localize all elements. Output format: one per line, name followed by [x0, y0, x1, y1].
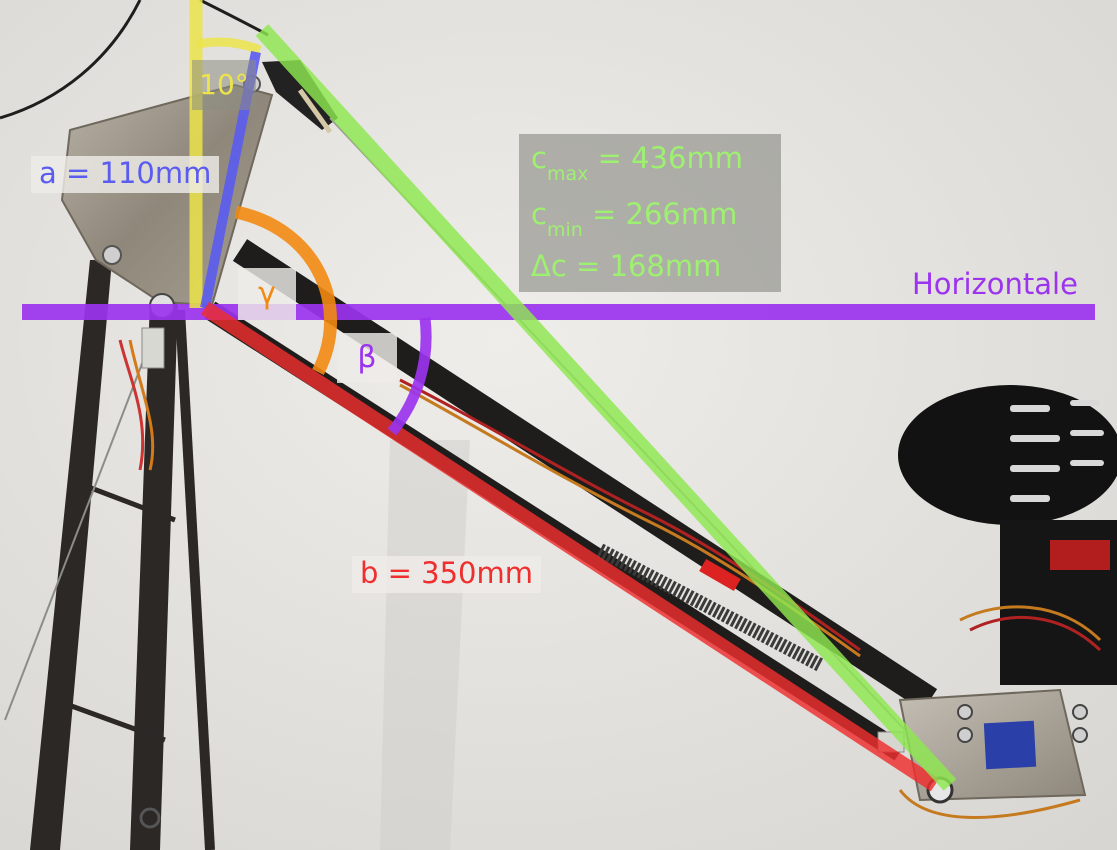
label-beta: β	[337, 333, 397, 383]
beta-arc	[387, 317, 432, 436]
ten-degree-arc	[197, 37, 262, 55]
label-a: a = 110mm	[31, 156, 220, 193]
stat-c-max-var: c	[531, 141, 547, 175]
label-horizontale: Horizontale	[912, 270, 1078, 299]
lamp-head	[898, 385, 1117, 685]
segment-b	[200, 301, 940, 792]
wall-shadow	[380, 440, 470, 850]
tripod-legs	[4, 260, 215, 850]
label-ten-degrees-text: 10°	[199, 68, 249, 101]
label-a-text: a = 110mm	[39, 156, 212, 190]
stat-c-min: cmin = 266mm	[531, 200, 737, 240]
cable	[199, 0, 269, 37]
stat-c-min-value: = 266mm	[582, 197, 738, 231]
label-b: b = 350mm	[352, 556, 541, 593]
segment-c	[255, 24, 957, 791]
stat-delta-c: Δc = 168mm	[531, 249, 722, 283]
gamma-arc	[234, 205, 337, 375]
stat-c-max: cmax = 436mm	[531, 144, 743, 184]
horizontal-line	[22, 304, 1095, 320]
label-ten-degrees: 10°	[192, 60, 256, 110]
stat-c-min-var: c	[531, 197, 547, 231]
label-beta-text: β	[357, 340, 377, 375]
cable	[0, 0, 142, 120]
stat-c-max-value: = 436mm	[588, 141, 743, 175]
turnbuckle	[262, 60, 338, 134]
stat-c-max-sub: max	[546, 163, 589, 185]
label-horizontale-text: Horizontale	[912, 267, 1078, 301]
label-b-text: b = 350mm	[360, 556, 533, 590]
stat-c-min-sub: min	[546, 219, 583, 241]
label-gamma: γ	[238, 268, 296, 320]
label-gamma-text: γ	[258, 276, 276, 311]
cable-length-box: cmax = 436mm cmin = 266mm Δc = 168mm	[519, 134, 781, 292]
